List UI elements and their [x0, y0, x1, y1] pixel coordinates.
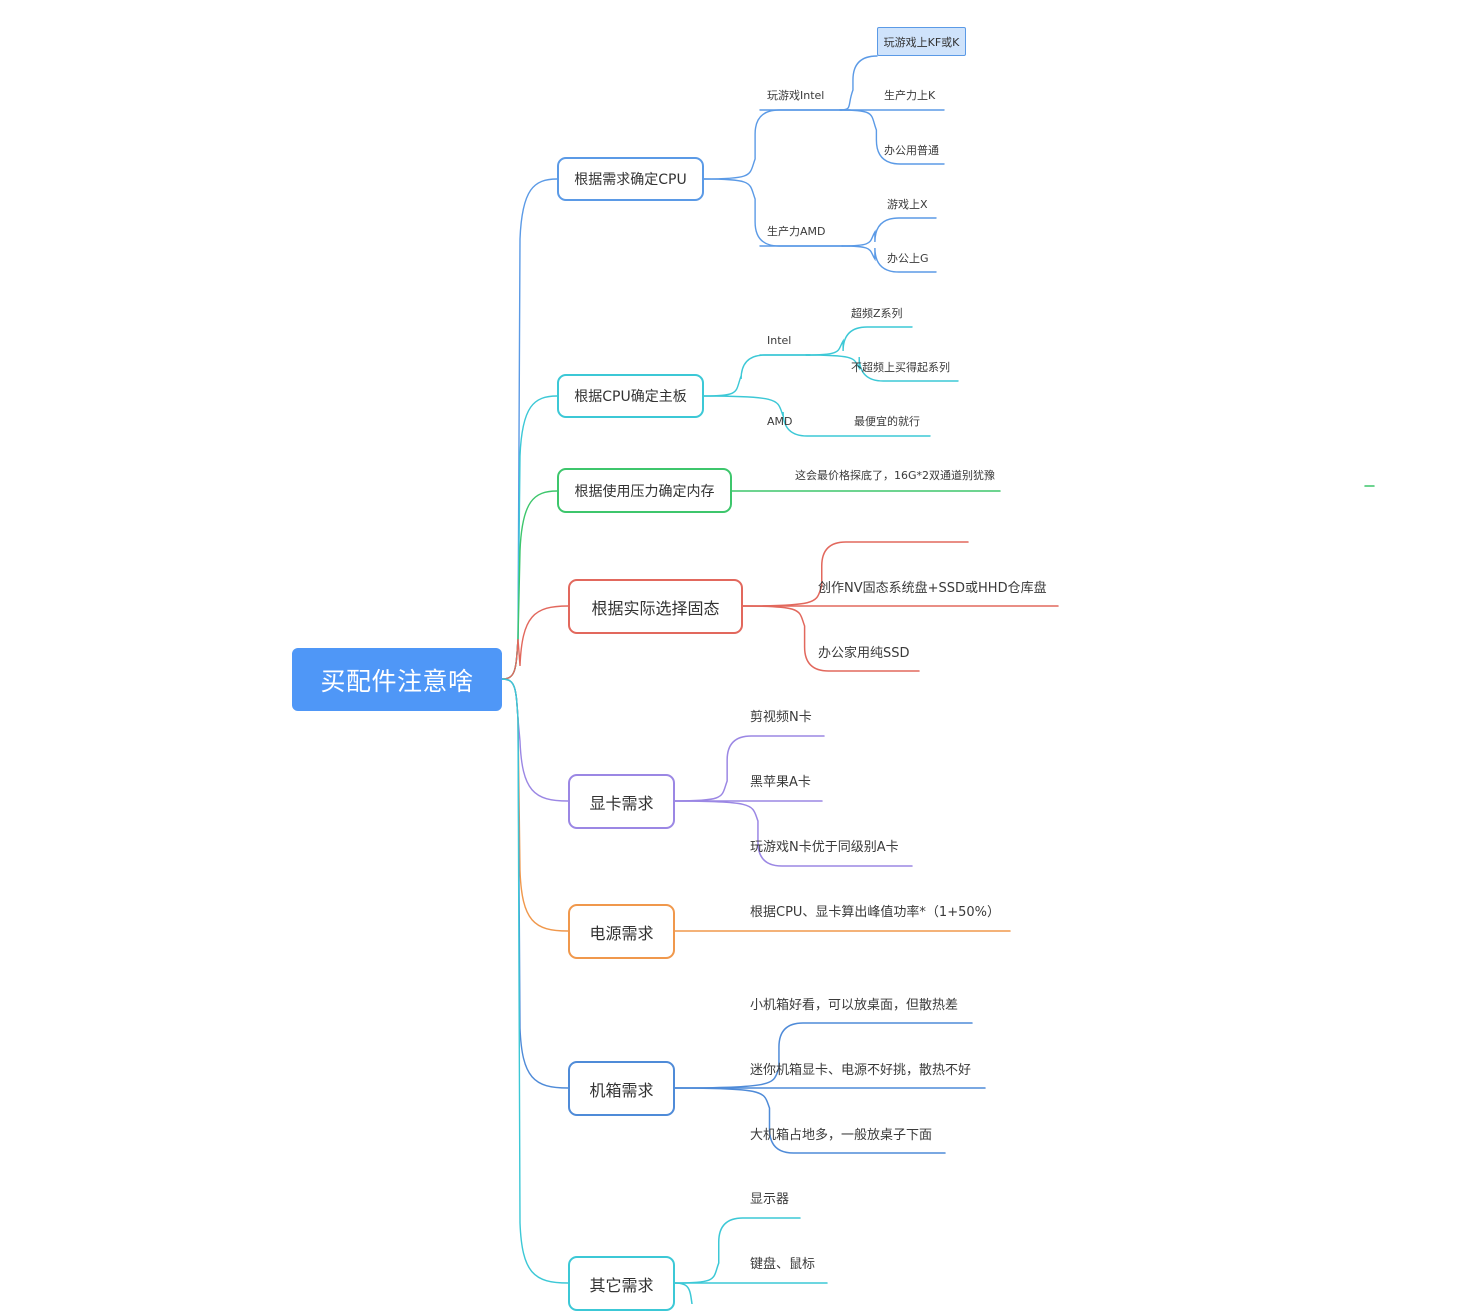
leaf-board-intel-non-oc[interactable]: 不超频上买得起系列 — [851, 361, 950, 374]
root-to-topic-connector — [501, 178, 558, 680]
root-to-topic-connector — [501, 678, 569, 1089]
subtopic-board-amd[interactable]: AMD — [767, 415, 793, 428]
leaf-gpu-video[interactable]: 剪视频N卡 — [750, 710, 812, 725]
intel-leaf-connector — [839, 109, 945, 165]
root-to-topic-connector — [501, 678, 569, 932]
leaf-board-amd-cheapest[interactable]: 最便宜的就行 — [854, 415, 920, 428]
ssd-leaf-connector — [742, 541, 969, 607]
leaf-cpu-amd-game[interactable]: 游戏上X — [887, 198, 928, 211]
amd-leaf-connector — [841, 245, 937, 273]
gpu-leaf-connector — [674, 735, 825, 802]
cpu-to-amd-connector — [703, 178, 851, 247]
subtopic-board-intel[interactable]: Intel — [767, 334, 792, 347]
topic-motherboard[interactable]: 根据CPU确定主板 — [557, 374, 704, 418]
leaf-case-mini[interactable]: 迷你机箱显卡、电源不好挑，散热不好 — [750, 1063, 972, 1078]
other-leaf-connector — [674, 1217, 801, 1284]
intel-leaf-connector — [839, 55, 878, 111]
leaf-psu-formula[interactable]: 根据CPU、显卡算出峰值功率*（1+50%） — [750, 905, 1000, 920]
leaf-case-small[interactable]: 小机箱好看，可以放桌面，但散热差 — [750, 998, 959, 1013]
gpu-leaf-connector — [674, 800, 913, 867]
subtopic-cpu-intel[interactable]: 玩游戏Intel — [767, 89, 825, 102]
leaf-memory-advice[interactable]: 这会最价格探底了，16G*2双通道别犹豫 — [795, 469, 996, 482]
root-topic[interactable]: 买配件注意啥 — [292, 648, 502, 711]
root-to-topic-connector — [501, 678, 569, 1284]
subtopic-cpu-amd[interactable]: 生产力AMD — [767, 225, 826, 238]
case-leaf-connector — [674, 1022, 973, 1089]
board-intel-leaf-connector — [805, 326, 913, 356]
topic-gpu[interactable]: 显卡需求 — [568, 774, 675, 829]
topic-psu[interactable]: 电源需求 — [568, 904, 675, 959]
leaf-cpu-intel-production[interactable]: 生产力上K — [884, 89, 936, 102]
leaf-cpu-amd-office[interactable]: 办公上G — [887, 252, 929, 265]
amd-leaf-connector — [841, 217, 937, 247]
case-leaf-connector — [674, 1087, 946, 1154]
topic-case[interactable]: 机箱需求 — [568, 1061, 675, 1116]
board-intel-leaf-connector — [805, 354, 959, 382]
leaf-gpu-hackintosh[interactable]: 黑苹果A卡 — [750, 775, 811, 790]
leaf-other-keyboard-mouse[interactable]: 键盘、鼠标 — [750, 1257, 816, 1272]
leaf-board-intel-z[interactable]: 超频Z系列 — [851, 307, 903, 320]
topic-memory[interactable]: 根据使用压力确定内存 — [557, 468, 732, 513]
root-to-topic-connector — [501, 605, 569, 680]
topic-other[interactable]: 其它需求 — [568, 1256, 675, 1311]
leaf-gpu-gaming[interactable]: 玩游戏N卡优于同级别A卡 — [750, 840, 899, 855]
leaf-ssd-office[interactable]: 办公家用纯SSD — [818, 646, 910, 661]
leaf-other-monitor[interactable]: 显示器 — [750, 1192, 790, 1207]
leaf-case-large[interactable]: 大机箱占地多，一般放桌子下面 — [750, 1128, 933, 1143]
root-to-topic-connector — [501, 395, 558, 680]
other-leaf-connector — [674, 1282, 693, 1304]
ssd-leaf-connector — [742, 605, 920, 672]
root-to-topic-connector — [501, 678, 569, 802]
leaf-cpu-intel-kf-highlighted[interactable]: 玩游戏上KF或K — [877, 27, 966, 56]
board-to-amd-connector — [703, 395, 931, 437]
leaf-cpu-intel-office[interactable]: 办公用普通 — [884, 144, 939, 157]
leaf-ssd-creator[interactable]: 创作NV固态系统盘+SSD或HHD仓库盘 — [818, 581, 1047, 596]
board-to-intel-connector — [703, 354, 811, 397]
topic-ssd[interactable]: 根据实际选择固态 — [568, 579, 743, 634]
root-to-topic-connector — [501, 490, 558, 680]
topic-cpu[interactable]: 根据需求确定CPU — [557, 157, 704, 201]
cpu-to-intel-connector — [703, 109, 851, 180]
